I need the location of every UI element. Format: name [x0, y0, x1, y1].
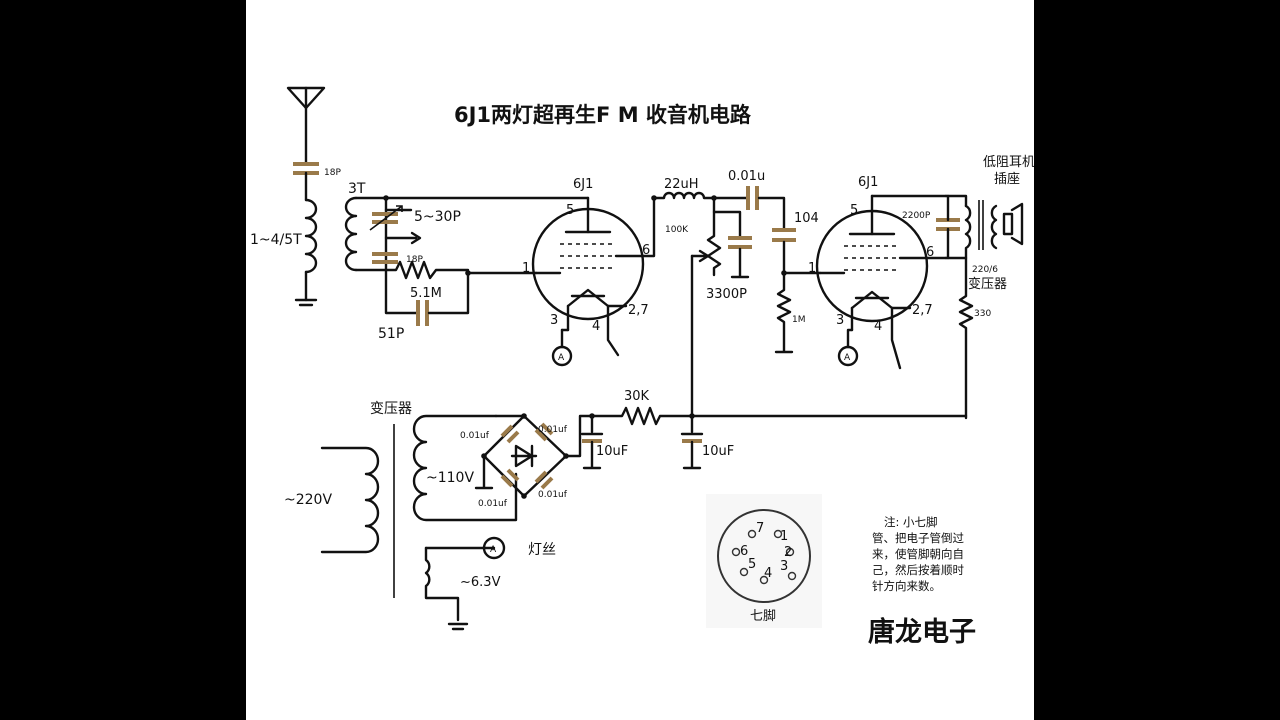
antenna-capacitor	[293, 162, 319, 175]
coil-turns-label: 1~4/5T	[250, 232, 302, 248]
filter-cap-a-label: 10uF	[596, 444, 628, 459]
heater-voltage-label: ~6.3V	[460, 575, 501, 590]
antenna-coil	[294, 198, 318, 307]
tube2-pin3: 3	[836, 313, 844, 328]
tube1-pin27: 2,7	[628, 303, 649, 318]
note-line-4: 己，然后按着顺时	[872, 563, 964, 577]
base-pin-1: 1	[780, 529, 788, 544]
jack-label-line1: 低阻耳机	[983, 155, 1034, 170]
power-transformer	[320, 414, 518, 631]
coil-3t-label: 3T	[348, 181, 366, 197]
jack-label-line2: 插座	[994, 172, 1020, 187]
tube-base-diagram	[706, 494, 822, 628]
grid-cap-18p-label: 18P	[406, 255, 423, 265]
heater-indicator	[482, 536, 506, 560]
heater-ind-label: A	[490, 545, 497, 555]
heater-label: 灯丝	[528, 542, 556, 558]
res-30k-label: 30K	[624, 389, 650, 404]
pot-100k-label: 100K	[665, 225, 689, 235]
note-line-2: 管、把电子管倒过	[872, 531, 964, 545]
tube2-pin5: 5	[850, 203, 858, 218]
cap-2200p-label: 2200P	[902, 211, 931, 221]
bridge-cap-bl-label: 0.01uf	[478, 499, 508, 509]
bridge-cap-tr-label: 0.01uf	[538, 425, 568, 435]
tank-coil	[344, 196, 388, 272]
note-line-3: 来，使管脚朝向自	[872, 547, 964, 561]
tube2-pin27: 2,7	[912, 303, 933, 318]
grid-capacitor-18p	[372, 252, 398, 264]
varcap-label: 5~30P	[414, 209, 461, 225]
tube2-pin6: 6	[926, 245, 934, 260]
bridge-rectifier	[474, 413, 594, 499]
coupling-cap-label: 0.01u	[728, 169, 765, 184]
schematic-page: 6J1两灯超再生F M 收音机电路 唐龙电子 18P 1~4/5T 3T 5~3…	[246, 0, 1034, 720]
hv-label: ~110V	[426, 470, 474, 486]
tube2-heater-a: A	[844, 353, 851, 363]
base-pin-3: 3	[780, 559, 788, 574]
tube1-pin5: 5	[566, 203, 574, 218]
headphone-jack	[1002, 202, 1024, 246]
filter-cap-b-label: 10uF	[702, 444, 734, 459]
tube1-label: 6J1	[573, 177, 593, 192]
base-pin-7: 7	[756, 521, 764, 536]
note-line-1: 注: 小七脚	[884, 515, 938, 529]
base-pin-4: 4	[764, 566, 772, 581]
choke-label: 22uH	[664, 177, 699, 192]
cap-104-label: 104	[794, 211, 819, 226]
antenna-cap-label: 18P	[324, 168, 341, 178]
base-caption: 七脚	[750, 608, 776, 624]
antenna-symbol	[286, 86, 326, 166]
diagram-title: 6J1两灯超再生F M 收音机电路	[454, 103, 752, 127]
tube2-pin4: 4	[874, 319, 882, 334]
bridge-cap-tl-label: 0.01uf	[460, 431, 490, 441]
mains-label: ~220V	[284, 492, 332, 508]
circuit-diagram: 6J1两灯超再生F M 收音机电路 唐龙电子 18P 1~4/5T 3T 5~3…	[250, 86, 1034, 648]
res-330-label: 330	[974, 309, 991, 319]
tube2-pin1: 1	[808, 261, 816, 276]
base-pin-5: 5	[748, 557, 756, 572]
out-xfmr-name: 变压器	[968, 276, 1007, 292]
tube-1	[531, 196, 656, 357]
tube1-pin1: 1	[522, 261, 530, 276]
bridge-cap-br-label: 0.01uf	[538, 490, 568, 500]
tube1-pin6: 6	[642, 243, 650, 258]
out-xfmr-ratio: 220/6	[972, 265, 998, 275]
tube-2	[815, 194, 948, 370]
brand-name: 唐龙电子	[868, 616, 976, 648]
base-pin-6: 6	[740, 544, 748, 559]
res-1m-label: 1M	[792, 315, 806, 325]
grid-cap-51p-label: 51P	[378, 326, 404, 342]
power-xfmr-label: 变压器	[370, 401, 412, 417]
tube1-pin4: 4	[592, 319, 600, 334]
note-line-5: 针方向来数。	[872, 579, 941, 593]
grid-res-label: 5.1M	[410, 286, 442, 301]
tube1-heater-a: A	[558, 353, 565, 363]
tube1-pin3: 3	[550, 313, 558, 328]
base-pin-2: 2	[784, 545, 792, 560]
tube2-label: 6J1	[858, 175, 878, 190]
variable-capacitor	[369, 205, 413, 231]
cap-3300p-label: 3300P	[706, 287, 747, 302]
